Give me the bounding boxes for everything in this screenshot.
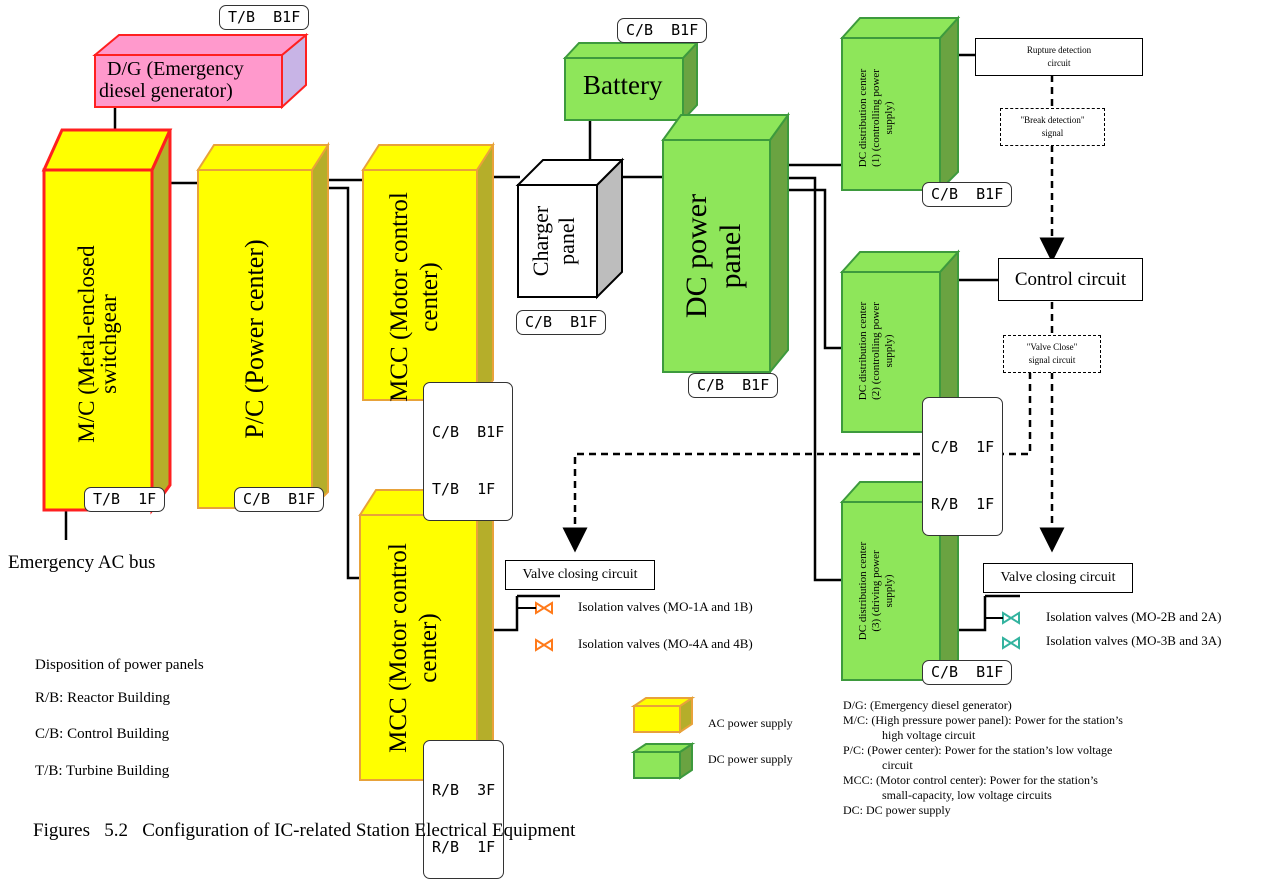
legend-dc-swatch (630, 742, 696, 780)
loc-dc2-2: R/B 1F (931, 495, 995, 513)
valve-mo1-icon (535, 601, 553, 615)
legend-dc-label: DC power supply (708, 752, 793, 766)
loc-dc2-1: C/B 1F (931, 438, 995, 456)
mc-panel (41, 128, 173, 515)
battery-label: Battery (583, 70, 663, 100)
break-detection-box: "Break detection" signal (1000, 108, 1105, 146)
def-mcc-2: small-capacity, low voltage circuits (882, 788, 1052, 802)
disposition-cb: C/B: Control Building (35, 726, 170, 742)
mcc-lower-panel (358, 486, 495, 783)
legend-ac-label: AC power supply (708, 716, 793, 730)
loc-dg: T/B B1F (219, 5, 310, 30)
loc-mcc-upper-2: T/B 1F (432, 480, 496, 498)
loc-dc-power: C/B B1F (688, 373, 779, 398)
pc-panel (196, 141, 330, 511)
break-line1: "Break detection" (1020, 115, 1085, 125)
definitions-block: D/G: (Emergency diesel generator) M/C: (… (843, 698, 1271, 818)
def-pc-2: circuit (882, 758, 913, 772)
valve-closing-right-box: Valve closing circuit (983, 563, 1133, 593)
loc-pc: C/B B1F (234, 487, 325, 512)
charger-panel (515, 157, 625, 300)
def-dc: DC: DC power supply (843, 803, 951, 817)
valve-mo2-icon (1002, 611, 1020, 625)
valve-mo3-label: Isolation valves (MO-3B and 3A) (1046, 633, 1222, 648)
pc-label: P/C (Power center) (240, 239, 269, 439)
loc-mcc-lower-1: R/B 3F (432, 781, 496, 799)
dc-power-panel (661, 111, 790, 375)
dc-power-label: DC power panel (680, 193, 747, 319)
diagram-canvas (41, 15, 1065, 783)
break-line2: signal (1041, 128, 1064, 138)
valve-stems (517, 607, 1003, 619)
loc-mcc-upper-1: C/B B1F (432, 423, 505, 441)
dg-box (92, 32, 309, 110)
valve-mo4-label: Isolation valves (MO-4A and 4B) (578, 636, 753, 651)
emergency-ac-bus-label: Emergency AC bus (8, 552, 156, 573)
def-mc-1: M/C: (High pressure power panel): Power … (843, 713, 1123, 727)
dc-dist-2-panel (839, 249, 961, 435)
dc-dist-1-label: DC distribution center (1) (controlling … (857, 68, 895, 168)
disposition-rb: R/B: Reactor Building (35, 690, 170, 706)
valve-close-line2: signal circuit (1028, 355, 1076, 365)
rupture-detection-box: Rupture detection circuit (975, 38, 1143, 76)
signal-lines (562, 75, 1065, 553)
def-pc-1: P/C: (Power center): Power for the stati… (843, 743, 1113, 757)
valve-closing-left-box: Valve closing circuit (505, 560, 655, 590)
dg-label-line1: D/G (Emergency (107, 58, 244, 80)
dc-dist-2-label: DC distribution center (2) (controlling … (857, 301, 895, 401)
valve-mo4-icon (535, 638, 553, 652)
dc-dist-3-label: DC distribution center (3) (driving powe… (857, 541, 895, 641)
def-mc-2: high voltage circuit (882, 728, 976, 742)
loc-mcc-lower: R/B 3F R/B 1F (423, 740, 505, 879)
def-dg: D/G: (Emergency diesel generator) (843, 698, 1012, 712)
figure-caption: Figures 5.2 Configuration of IC-related … (33, 820, 576, 841)
mc-label: M/C (Metal-enclosed switchgear (74, 245, 121, 443)
charger-label: Charger panel (528, 205, 579, 277)
loc-mc: T/B 1F (84, 487, 166, 512)
dg-label-line2: diesel generator) (99, 80, 233, 102)
dc-dist-1-panel (839, 15, 961, 193)
loc-mcc-upper: C/B B1F T/B 1F (423, 382, 514, 521)
disposition-tb: T/B: Turbine Building (35, 763, 170, 779)
loc-charger: C/B B1F (516, 310, 607, 335)
valve-close-line1: "Valve Close" (1026, 342, 1078, 352)
loc-dc2: C/B 1F R/B 1F (922, 397, 1004, 536)
rupture-line1: Rupture detection (1026, 45, 1092, 55)
mcc-upper-panel (361, 141, 495, 403)
valve-close-signal-box: "Valve Close" signal circuit (1003, 335, 1101, 373)
control-circuit-box: Control circuit (998, 258, 1143, 301)
loc-battery: C/B B1F (617, 18, 708, 43)
loc-dc3: C/B B1F (922, 660, 1013, 685)
legend-ac-swatch (630, 696, 696, 734)
def-mcc-1: MCC: (Motor control center): Power for t… (843, 773, 1098, 787)
valve-mo3-icon (1002, 636, 1020, 650)
rupture-line2: circuit (1047, 58, 1071, 68)
loc-dc1: C/B B1F (922, 182, 1013, 207)
disposition-title: Disposition of power panels (35, 657, 204, 673)
battery-box (562, 40, 700, 123)
valve-mo2-label: Isolation valves (MO-2B and 2A) (1046, 609, 1222, 624)
valve-mo1-label: Isolation valves (MO-1A and 1B) (578, 599, 753, 614)
